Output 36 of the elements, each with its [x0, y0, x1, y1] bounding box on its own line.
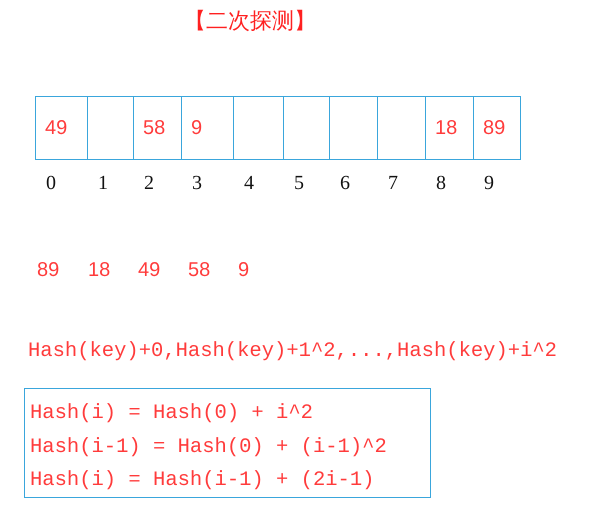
- formula: Hash(i) = Hash(i-1) + (2i-1): [30, 468, 376, 494]
- key-sequence-number: 89: [37, 259, 60, 282]
- array-cell: [473, 96, 521, 160]
- formula: Hash(i-1) = Hash(0) + (i-1)^2: [30, 434, 388, 460]
- index-label: 3: [192, 172, 202, 195]
- array-cell: [377, 96, 426, 160]
- index-label: 0: [46, 172, 56, 195]
- index-label: 5: [294, 172, 304, 195]
- array-cell: [283, 96, 330, 160]
- index-label: 2: [144, 172, 154, 195]
- cell-value: 9: [191, 117, 202, 140]
- array-cell: [425, 96, 474, 160]
- index-label: 4: [244, 172, 254, 195]
- index-label: 1: [98, 172, 108, 195]
- index-label: 7: [388, 172, 398, 195]
- array-cell: [87, 96, 134, 160]
- index-label: 9: [484, 172, 494, 195]
- key-sequence-number: 58: [188, 259, 210, 282]
- formula: Hash(i) = Hash(0) + i^2: [30, 401, 314, 427]
- cell-value: 89: [483, 117, 506, 140]
- cell-value: 18: [435, 117, 458, 140]
- array-cell: [133, 96, 182, 160]
- index-label: 8: [436, 172, 446, 195]
- array-cell: [329, 96, 378, 160]
- cell-value: 58: [143, 117, 166, 140]
- key-sequence-number: 9: [238, 259, 250, 282]
- title: 【二次探测】: [184, 8, 316, 36]
- cell-value: 49: [45, 117, 68, 140]
- formula-box: [24, 388, 431, 498]
- probe-sequence-formula: Hash(key)+0,Hash(key)+1^2,...,Hash(key)+i^2: [28, 340, 557, 363]
- key-sequence-number: 18: [88, 259, 110, 282]
- array-cell: [181, 96, 234, 160]
- index-label: 6: [340, 172, 350, 195]
- key-sequence-number: 49: [138, 259, 160, 282]
- array-cell: [35, 96, 88, 160]
- array-cell: [233, 96, 284, 160]
